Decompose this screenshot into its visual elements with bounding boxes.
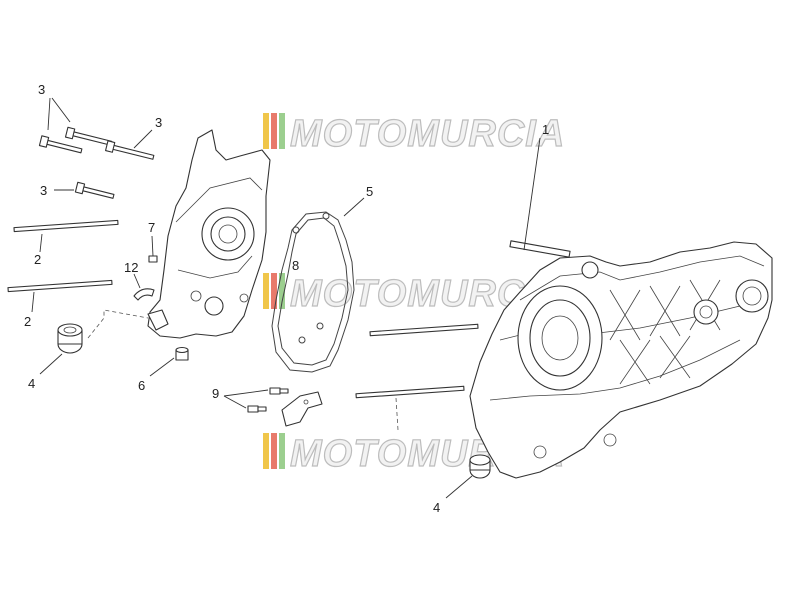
studs-part-2: [7, 219, 479, 399]
bracket-part-9: [281, 391, 323, 427]
bearing-part-12: [133, 288, 155, 301]
callout-5: 5: [366, 184, 373, 199]
watermark-text: MOTOMURCIA: [290, 113, 565, 155]
callout-3: 3: [155, 115, 162, 130]
leader-lines: [31, 97, 541, 499]
left-crankcase-half: [147, 129, 271, 339]
callout-2: 2: [34, 252, 41, 267]
pin-part-7: [148, 255, 158, 263]
callout-2: 2: [24, 314, 31, 329]
right-crankcase-half-part-1: [469, 240, 773, 479]
gasket-part-5: [271, 211, 355, 373]
callout-4: 4: [28, 376, 35, 391]
bushing-part-4-right: [469, 454, 491, 479]
bushing-part-4-left: [57, 323, 83, 354]
callout-9: 9: [212, 386, 219, 401]
bolts-part-3: [38, 126, 155, 199]
watermark-middle: MOTOMURCIA: [263, 272, 565, 316]
watermark-text: MOTOMURCIA: [290, 273, 565, 315]
screws-part-9: [247, 387, 289, 413]
callout-3: 3: [40, 183, 47, 198]
callout-3: 3: [38, 82, 45, 97]
callout-8: 8: [292, 258, 299, 273]
watermark-top: MOTOMURCIA: [263, 112, 565, 156]
callout-12: 12: [124, 260, 138, 275]
callout-1: 1: [542, 122, 549, 137]
callout-7: 7: [148, 220, 155, 235]
callout-4: 4: [433, 500, 440, 515]
callout-labels: 3 3 3 2 2 4 12 7 6 8 5 1 9 4: [24, 82, 549, 515]
dowel-part-6: [175, 346, 189, 361]
callout-6: 6: [138, 378, 145, 393]
